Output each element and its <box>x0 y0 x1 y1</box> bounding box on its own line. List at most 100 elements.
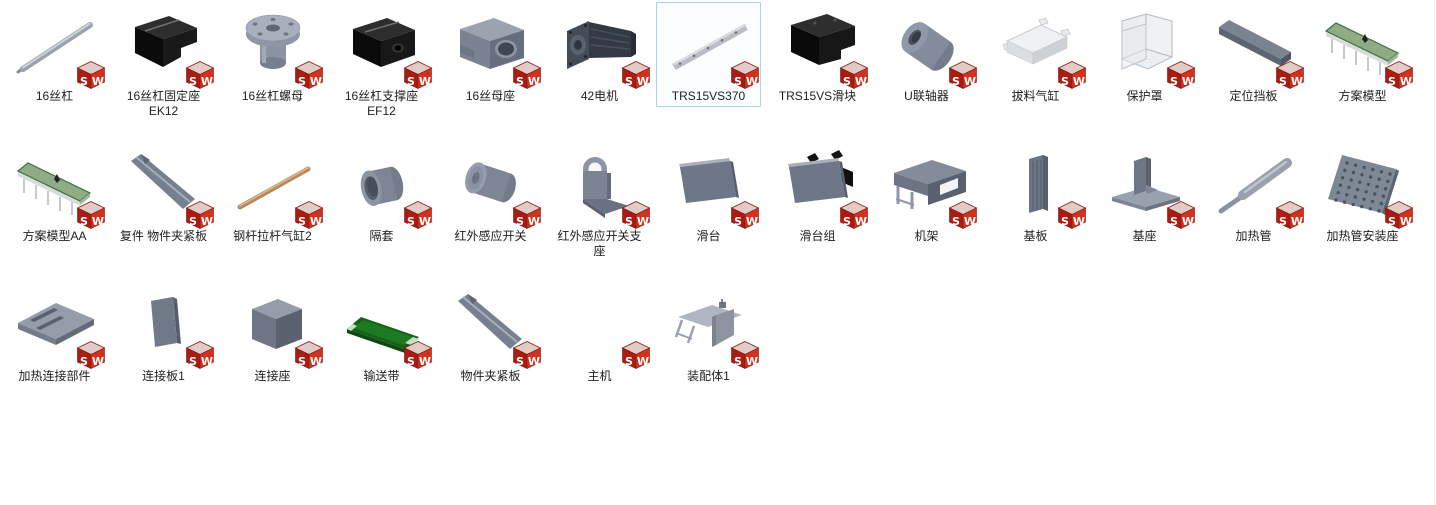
sw-letter-s: S <box>189 215 197 228</box>
file-item-22[interactable]: S W 机架 <box>872 142 981 282</box>
item-selection-box: S W 连接板1 <box>111 282 216 387</box>
file-item-10[interactable]: S W 拔料气缸 <box>981 2 1090 142</box>
sw-letter-w: W <box>1072 75 1084 88</box>
sw-letter-w: W <box>200 75 212 88</box>
file-item-26[interactable]: S W 加热管安装座 <box>1308 142 1417 282</box>
thumbnail-area: S W <box>882 7 977 89</box>
solidworks-icon: S W <box>512 201 541 229</box>
file-item-14[interactable]: S W 方案模型AA <box>0 142 109 282</box>
item-selection-box: S W 拔料气缸 <box>983 2 1088 107</box>
file-item-29[interactable]: S W 连接座 <box>218 282 327 422</box>
sensor-cylinder-thumbnail <box>464 162 516 203</box>
file-item-17[interactable]: S W 隔套 <box>327 142 436 282</box>
solidworks-icon: S W <box>1057 201 1086 229</box>
file-label: 连接板1 <box>142 369 185 383</box>
file-item-32[interactable]: S W 主机 <box>545 282 654 422</box>
file-item-16[interactable]: S W 钢杆拉杆气缸2 <box>218 142 327 282</box>
file-item-9[interactable]: S W U联轴器 <box>872 2 981 142</box>
file-item-11[interactable]: S W 保护罩 <box>1090 2 1199 142</box>
file-label: 定位挡板 <box>1229 89 1278 103</box>
solidworks-icon: S W <box>730 341 759 369</box>
slotted-plate-thumbnail <box>17 303 94 345</box>
file-item-25[interactable]: S W 加热管 <box>1199 142 1308 282</box>
thumbnail-area: S W <box>10 287 105 369</box>
sw-letter-s: S <box>1061 215 1069 228</box>
solidworks-icon: S W <box>839 61 868 89</box>
thumbnail-area: S W <box>10 147 105 229</box>
item-selection-box: S W 输送带 <box>329 282 434 387</box>
file-item-8[interactable]: S W TRS15VS滑块 <box>763 2 872 142</box>
sw-letter-s: S <box>189 75 197 88</box>
file-grid[interactable]: S W 16丝杠 S W 16丝杠固定座 EK12 <box>0 2 1417 422</box>
file-item-33[interactable]: S W 装配体1 <box>654 282 763 422</box>
item-selection-box: S W 16丝杠固定座 EK12 <box>111 2 216 122</box>
file-label: 主机 <box>587 369 612 383</box>
solidworks-icon: S W <box>1275 201 1304 229</box>
file-item-13[interactable]: S W 方案模型 <box>1308 2 1417 142</box>
thumbnail-area: S W <box>991 147 1086 229</box>
sw-letter-w: W <box>91 215 103 228</box>
file-item-20[interactable]: S W 滑台 <box>654 142 763 282</box>
sw-letter-s: S <box>625 355 633 368</box>
thumbnail-area: S W <box>882 147 977 229</box>
solidworks-icon: S W <box>403 341 432 369</box>
file-item-2[interactable]: S W 16丝杠固定座 EK12 <box>109 2 218 142</box>
file-item-28[interactable]: S W 连接板1 <box>109 282 218 422</box>
sw-letter-s: S <box>1061 75 1069 88</box>
item-selection-box: S W 主机 <box>547 282 652 387</box>
sw-letter-w: W <box>527 355 539 368</box>
conveyor-assembly-thumbnail <box>16 162 91 215</box>
file-item-23[interactable]: S W 基板 <box>981 142 1090 282</box>
file-item-12[interactable]: S W 定位挡板 <box>1199 2 1308 142</box>
file-item-15[interactable]: S W 复件 物件夹紧板 <box>109 142 218 282</box>
file-item-3[interactable]: S W 16丝杠螺母 <box>218 2 327 142</box>
file-label: TRS15VS370 <box>671 89 746 103</box>
file-label: 复件 物件夹紧板 <box>119 229 208 243</box>
plate-with-clamps-thumbnail <box>787 150 853 203</box>
file-item-30[interactable]: S W 输送带 <box>327 282 436 422</box>
file-label: 加热连接部件 <box>18 369 91 383</box>
sw-letter-s: S <box>734 75 742 88</box>
file-item-27[interactable]: S W 加热连接部件 <box>0 282 109 422</box>
item-selection-box: S W U联轴器 <box>874 2 979 107</box>
file-item-4[interactable]: S W 16丝杠支撑座 EF12 <box>327 2 436 142</box>
file-item-21[interactable]: S W 滑台组 <box>763 142 872 282</box>
item-selection-box: S W 方案模型AA <box>2 142 107 247</box>
item-selection-box: S W 基座 <box>1092 142 1197 247</box>
solidworks-icon: S W <box>1166 201 1195 229</box>
leadscrew-rod-thumbnail <box>16 22 93 74</box>
solidworks-icon: S W <box>839 201 868 229</box>
sw-letter-w: W <box>527 215 539 228</box>
file-label: 加热管安装座 <box>1326 229 1399 243</box>
file-label: 钢杆拉杆气缸2 <box>233 229 312 243</box>
file-item-1[interactable]: S W 16丝杠 <box>0 2 109 142</box>
file-item-18[interactable]: S W 红外感应开关 <box>436 142 545 282</box>
file-item-7[interactable]: S W TRS15VS370 <box>654 2 763 142</box>
sw-letter-w: W <box>200 355 212 368</box>
item-selection-box: S W 隔套 <box>329 142 434 247</box>
sw-letter-w: W <box>309 215 321 228</box>
item-selection-box: S W 机架 <box>874 142 979 247</box>
sw-letter-w: W <box>854 215 866 228</box>
thumbnail-area: S W <box>119 147 214 229</box>
thumbnail-area: S W <box>337 287 432 369</box>
sw-letter-w: W <box>309 355 321 368</box>
sw-letter-s: S <box>80 355 88 368</box>
thumbnail-area: S W <box>446 147 541 229</box>
sw-letter-s: S <box>407 355 415 368</box>
file-item-24[interactable]: S W 基座 <box>1090 142 1199 282</box>
solidworks-icon: S W <box>185 201 214 229</box>
file-item-5[interactable]: S W 16丝母座 <box>436 2 545 142</box>
sw-letter-s: S <box>952 75 960 88</box>
file-label: 保护罩 <box>1126 89 1163 103</box>
sw-letter-s: S <box>1170 215 1178 228</box>
thumbnail-area: S W <box>228 147 323 229</box>
item-selection-box: S W 加热管安装座 <box>1310 142 1415 247</box>
file-item-6[interactable]: S W 42电机 <box>545 2 654 142</box>
file-label: 方案模型AA <box>22 229 87 243</box>
thumbnail-area: S W <box>664 147 759 229</box>
thumbnail-area: S W <box>1100 7 1195 89</box>
file-item-31[interactable]: S W 物件夹紧板 <box>436 282 545 422</box>
file-item-19[interactable]: S W 红外感应开关支座 <box>545 142 654 282</box>
thumbnail-area: S W <box>1209 147 1304 229</box>
